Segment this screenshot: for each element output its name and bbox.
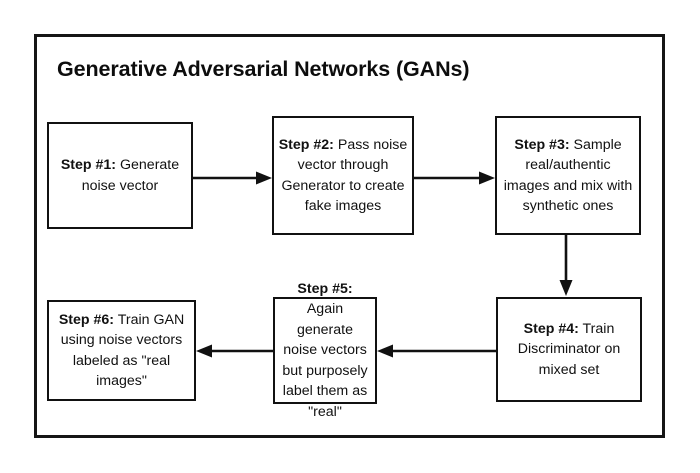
arrow-left-icon-step4-step5 [377,341,498,361]
step-4-body: Train Discriminator on mixed set [517,320,621,378]
arrow-down-icon-step3-step4 [556,234,576,298]
step-1-label: Step #1: [60,157,117,173]
step-6-text: Step #6: Train GAN using noise vectors l… [53,310,190,392]
arrow-right-icon-step1-step2 [192,168,274,188]
step-2-label: Step #2: [278,136,334,153]
step-box-3[interactable]: Step #3: Sample real/authentic images an… [495,116,641,235]
diagram-title: Generative Adversarial Networks (GANs) [57,57,470,81]
step-2-body: Pass noise vector through Generator to c… [281,136,408,215]
arrow-right-icon-step2-step3 [413,168,497,188]
step-5-body: Again generate noise vectors but purpose… [282,301,368,420]
step-box-5[interactable]: Step #5: Again generate noise vectors bu… [273,281,377,420]
step-3-text: Step #3: Sample real/authentic images an… [501,135,635,217]
step-4-text: Step #4: Train Discriminator on mixed se… [502,319,636,381]
step-4-label: Step #4: [523,320,579,337]
step-2-text: Step #2: Pass noise vector through Gener… [278,135,408,217]
step-box-4[interactable]: Step #4: Train Discriminator on mixed se… [496,297,642,402]
step-box-1[interactable]: Step #1: Generate noise vector [47,122,193,229]
step-1-body: Generate noise vector [81,157,180,194]
step-3-label: Step #3: [514,136,570,153]
arrow-left-icon-step5-step6 [196,341,275,361]
step-box-6[interactable]: Step #6: Train GAN using noise vectors l… [47,300,196,401]
step-6-label: Step #6: [58,311,115,328]
step-5-text: Step #5: Again generate noise vectors bu… [279,279,371,423]
step-3-body: Sample real/authentic images and mix wit… [503,136,633,215]
step-6-body: Train GAN using noise vectors labeled as… [60,311,185,390]
step-box-2[interactable]: Step #2: Pass noise vector through Gener… [272,116,414,235]
step-1-text: Step #1: Generate noise vector [53,155,187,196]
step-5-label: Step #5: [297,280,353,297]
